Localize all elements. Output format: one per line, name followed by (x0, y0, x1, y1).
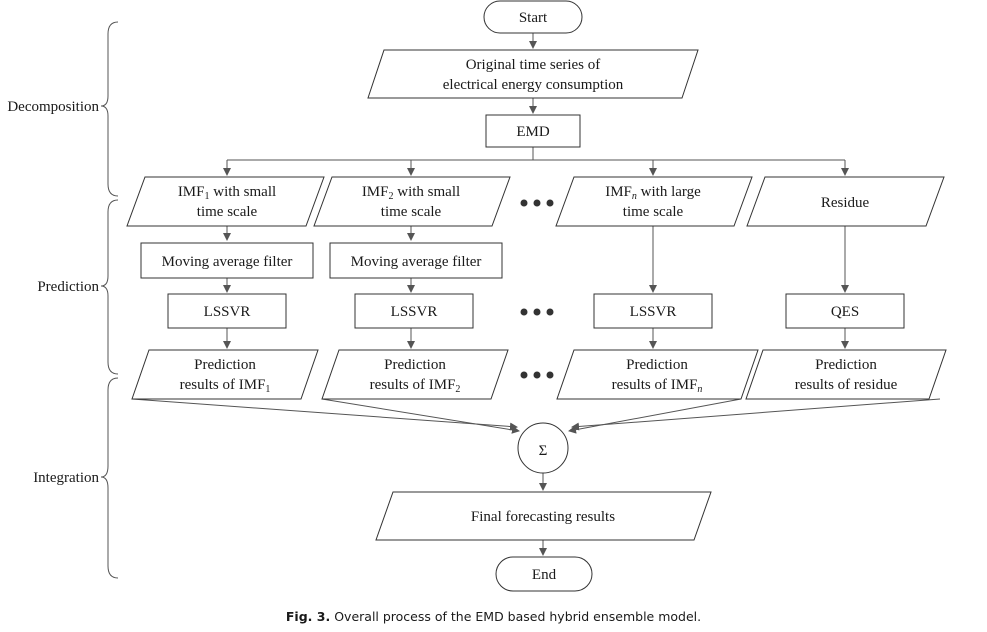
maf2-text: Moving average filter (351, 254, 482, 270)
caption-text: Overall process of the EMD based hybrid … (334, 609, 702, 624)
imf1-node: IMF1 with small time scale (126, 176, 325, 227)
qes-text: QES (831, 304, 859, 320)
arrow-pred2-sum (321, 398, 520, 434)
moving-average-filter-1: Moving average filter (140, 242, 314, 279)
decomposition-brace (100, 21, 119, 197)
moving-average-filter-2: Moving average filter (329, 242, 503, 279)
integration-brace (100, 377, 119, 579)
residue-node: Residue (746, 176, 945, 227)
lssvr2-text: LSSVR (391, 304, 438, 320)
lssvrn-text: LSSVR (630, 304, 677, 320)
ellipsis-row1 (520, 199, 554, 207)
imfn-line2: time scale (623, 204, 684, 220)
qes-node: QES (785, 293, 905, 329)
final-text: Final forecasting results (471, 509, 615, 525)
predr-line1: Prediction (815, 357, 877, 373)
arrow-predn-sum (568, 398, 742, 434)
end-terminator: End (495, 556, 593, 592)
prediction-imf2: Prediction results of IMF2 (321, 349, 509, 400)
imfn-line1: IMFn with large (605, 184, 701, 202)
lssvr-2: LSSVR (354, 293, 474, 329)
lssvr-n: LSSVR (593, 293, 713, 329)
original-series-line1: Original time series of (466, 57, 601, 73)
lssvr-1: LSSVR (167, 293, 287, 329)
residue-text: Residue (821, 195, 870, 211)
flowchart: Decomposition Prediction Integration Sta… (7, 0, 947, 592)
end-text: End (532, 567, 557, 583)
pred1-line1: Prediction (194, 357, 256, 373)
prediction-imfn: Prediction results of IMFn (556, 349, 759, 400)
start-terminator: Start (483, 0, 583, 34)
predr-line2: results of residue (795, 377, 898, 393)
lssvr1-text: LSSVR (204, 304, 251, 320)
ellipsis-row2 (520, 308, 554, 316)
pred2-line2: results of IMF2 (370, 377, 461, 395)
integration-label: Integration (33, 470, 99, 486)
emd-text: EMD (516, 124, 550, 140)
imf2-line1: IMF2 with small (362, 184, 460, 202)
caption-label: Fig. 3. (285, 609, 331, 624)
summation-node: Σ (517, 422, 569, 474)
imf1-line2: time scale (197, 204, 258, 220)
imf2-line2: time scale (381, 204, 442, 220)
prediction-imf1: Prediction results of IMF1 (131, 349, 319, 400)
start-text: Start (519, 10, 548, 26)
prediction-label: Prediction (37, 279, 99, 295)
sum-symbol: Σ (539, 443, 548, 459)
emd-node: EMD (485, 114, 581, 148)
imf2-node: IMF2 with small time scale (313, 176, 511, 227)
prediction-residue: Prediction results of residue (745, 349, 947, 400)
arrow-predr-sum (571, 398, 941, 431)
pred1-line2: results of IMF1 (180, 377, 271, 395)
original-series-line2: electrical energy consumption (443, 77, 624, 93)
maf1-text: Moving average filter (162, 254, 293, 270)
prediction-brace (100, 199, 119, 375)
original-series-node: Original time series of electrical energ… (367, 49, 699, 99)
imf1-line1: IMF1 with small (178, 184, 276, 202)
final-results-node: Final forecasting results (375, 491, 712, 541)
arrow-pred1-sum (131, 398, 518, 431)
predn-line2: results of IMFn (612, 377, 703, 395)
decomposition-label: Decomposition (7, 99, 99, 115)
pred2-line1: Prediction (384, 357, 446, 373)
ellipsis-row3 (520, 371, 554, 379)
figure-caption: Fig. 3.Overall process of the EMD based … (0, 609, 987, 624)
imfn-node: IMFn with large time scale (555, 176, 753, 227)
predn-line1: Prediction (626, 357, 688, 373)
